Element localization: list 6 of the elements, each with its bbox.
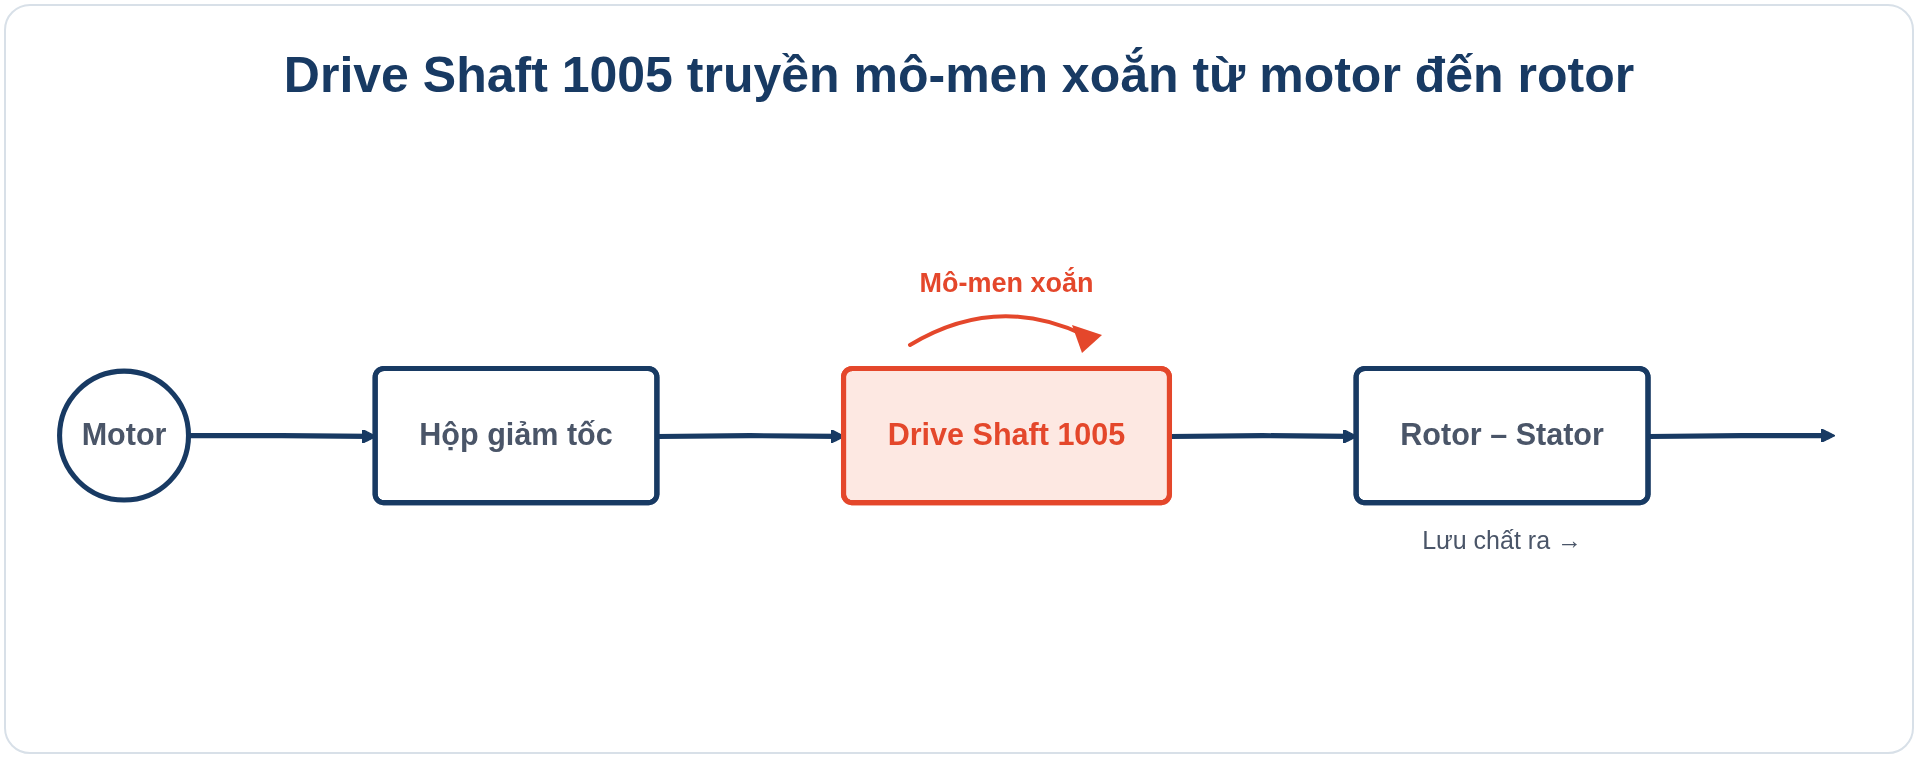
annotation-text: Mô-men xoắn [919,266,1094,300]
diagram-card: Drive Shaft 1005 truyền mô-men xoắn từ motor đến rotor Motor Hộp giảm tốc Drive Shaft 1005 Rotor – Stator Mô-men xoắn Lưu chất ra → [4,4,1914,754]
diagram-title: Drive Shaft 1005 truyền mô-men xoắn từ motor đến rotor [282,46,1636,104]
annotation-text: Lưu chất ra → [1422,525,1582,555]
arrow [1648,428,1836,444]
node-circle [57,368,192,503]
